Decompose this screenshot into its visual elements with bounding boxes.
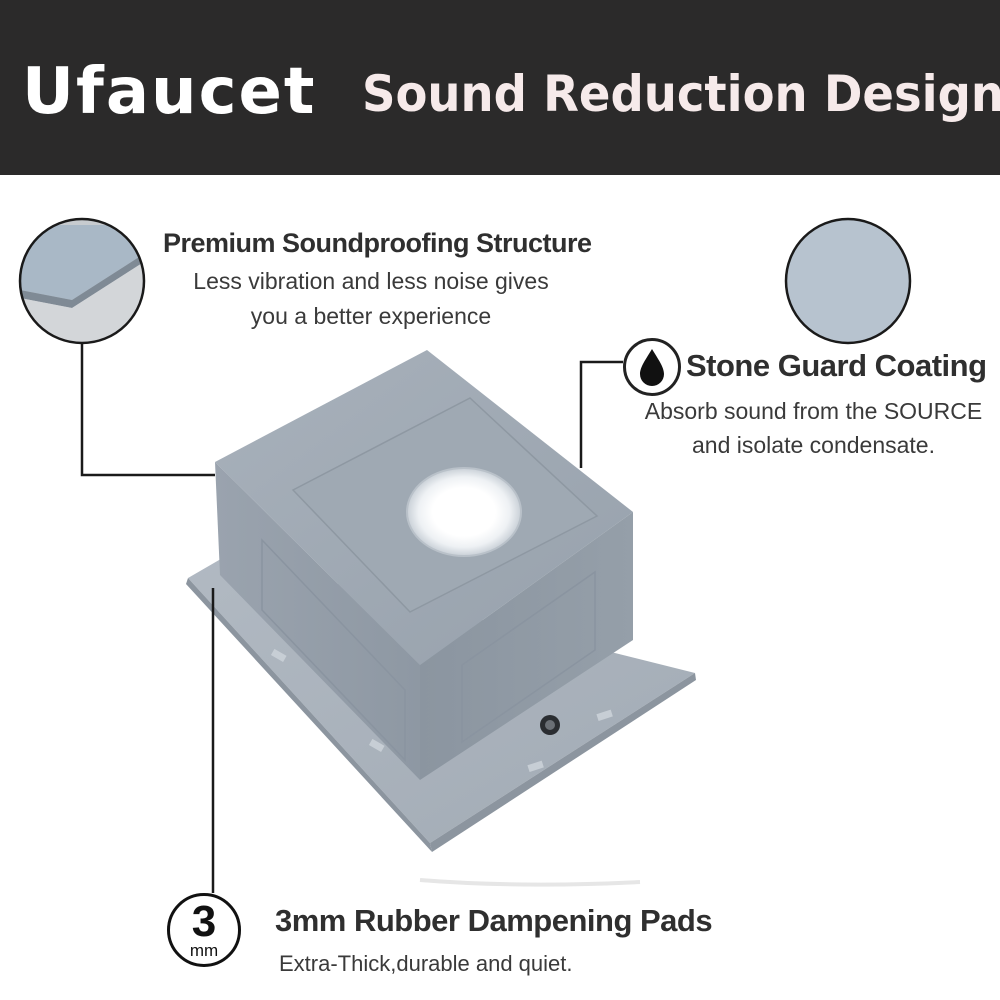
feature-title-pads: 3mm Rubber Dampening Pads (275, 903, 713, 938)
brand-logo: Ufaucet (22, 55, 317, 129)
desc-line: you a better experience (250, 303, 492, 329)
feature-title-soundproofing: Premium Soundproofing Structure (163, 228, 592, 258)
headline: Sound Reduction Design (362, 65, 1000, 123)
desc-line: Absorb sound from the SOURCE (644, 398, 983, 424)
feature-desc-pads: Extra-Thick,durable and quiet. (279, 951, 573, 976)
desc-line: and isolate condensate. (692, 432, 935, 458)
thickness-badge: 3 mm (167, 893, 241, 967)
water-drop-glyph (640, 349, 664, 386)
feature-title-coating: Stone Guard Coating (686, 348, 987, 383)
structure-closeup-circle (18, 217, 146, 345)
badge-number: 3 (191, 897, 217, 946)
water-drop-icon (623, 338, 681, 396)
badge-unit: mm (189, 941, 219, 960)
feature-desc-coating: Absorb sound from the SOURCE and isolate… (626, 394, 1000, 462)
connector-line-structure (80, 343, 215, 477)
coating-swatch-circle (784, 217, 912, 345)
feature-desc-soundproofing: Less vibration and less noise gives you … (166, 264, 576, 334)
header-banner: Ufaucet Sound Reduction Design (0, 0, 1000, 175)
sink-bowl (215, 350, 633, 780)
connector-line-coating (579, 360, 623, 468)
desc-line: Less vibration and less noise gives (193, 268, 549, 294)
